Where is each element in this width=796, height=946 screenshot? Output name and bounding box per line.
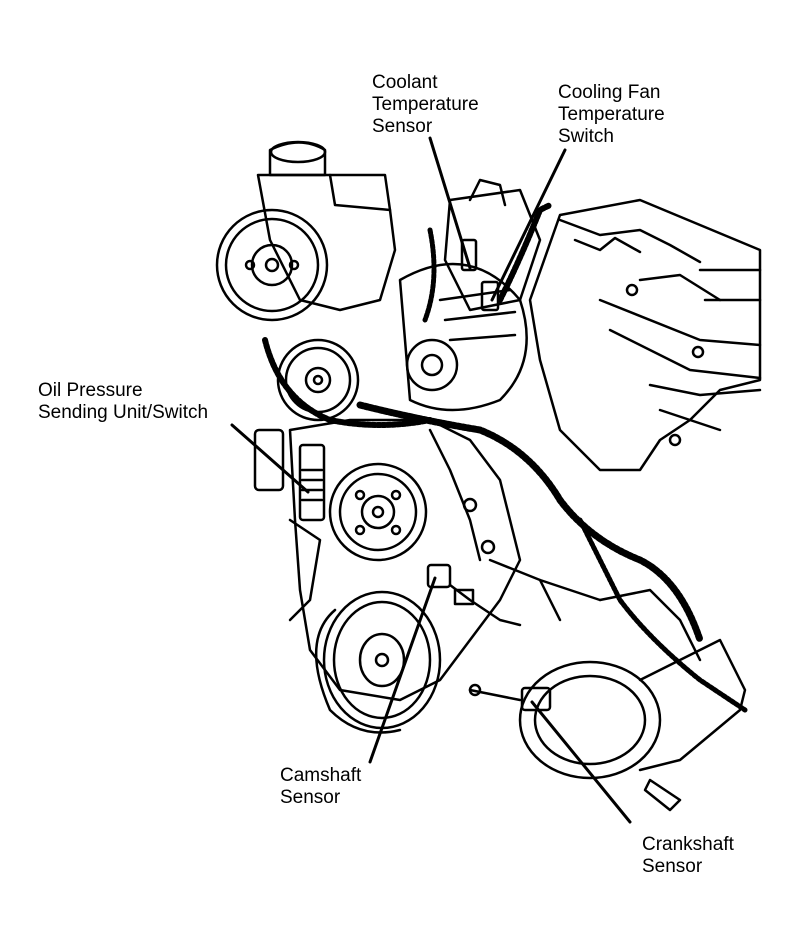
- harness-mid: [422, 227, 437, 323]
- intake-manifold: [528, 198, 762, 472]
- label-line: Sensor: [642, 856, 703, 877]
- harness-left: [262, 337, 433, 428]
- water-pump-pulley: [328, 462, 428, 562]
- harness-lower: [577, 517, 748, 713]
- label-line: Temperature: [558, 104, 665, 125]
- label-line: Coolant: [372, 72, 438, 93]
- leader-oil: [230, 423, 310, 494]
- harness-main: [356, 401, 704, 644]
- label-line: Sensor: [372, 116, 433, 137]
- power-steering-pulley: [215, 208, 329, 322]
- label-crankshaft-sensor: Crankshaft Sensor: [642, 834, 734, 878]
- label-line: Camshaft: [280, 765, 362, 786]
- label-line: Crankshaft: [642, 834, 734, 855]
- crankshaft-sensor-part: [468, 683, 552, 712]
- label-oil-pressure-sending-unit: Oil Pressure Sending Unit/Switch: [38, 380, 208, 424]
- label-camshaft-sensor: Camshaft Sensor: [280, 765, 361, 809]
- label-line: Oil Pressure: [38, 380, 143, 401]
- starter-housing: [518, 578, 747, 812]
- front-cover: [288, 418, 562, 702]
- label-line: Switch: [558, 126, 614, 147]
- camshaft-sensor-part: [426, 563, 522, 627]
- tensioner-pulley: [276, 338, 360, 422]
- leader-crankshaft: [530, 700, 632, 824]
- label-line: Sensor: [280, 787, 341, 808]
- leader-fan: [490, 148, 567, 302]
- label-cooling-fan-temperature-switch: Cooling Fan Temperature Switch: [558, 82, 665, 148]
- label-line: Sending Unit/Switch: [38, 402, 209, 423]
- label-coolant-temperature-sensor: Coolant Temperature Sensor: [372, 72, 479, 138]
- power-steering-reservoir: [256, 140, 397, 312]
- thermostat-housing: [443, 178, 542, 312]
- leader-coolant: [428, 136, 472, 270]
- oil-pressure-sender: [253, 428, 326, 622]
- leader-camshaft: [368, 576, 437, 764]
- label-line: Cooling Fan: [558, 82, 661, 103]
- harness-upper: [497, 202, 553, 303]
- label-line: Temperature: [372, 94, 479, 115]
